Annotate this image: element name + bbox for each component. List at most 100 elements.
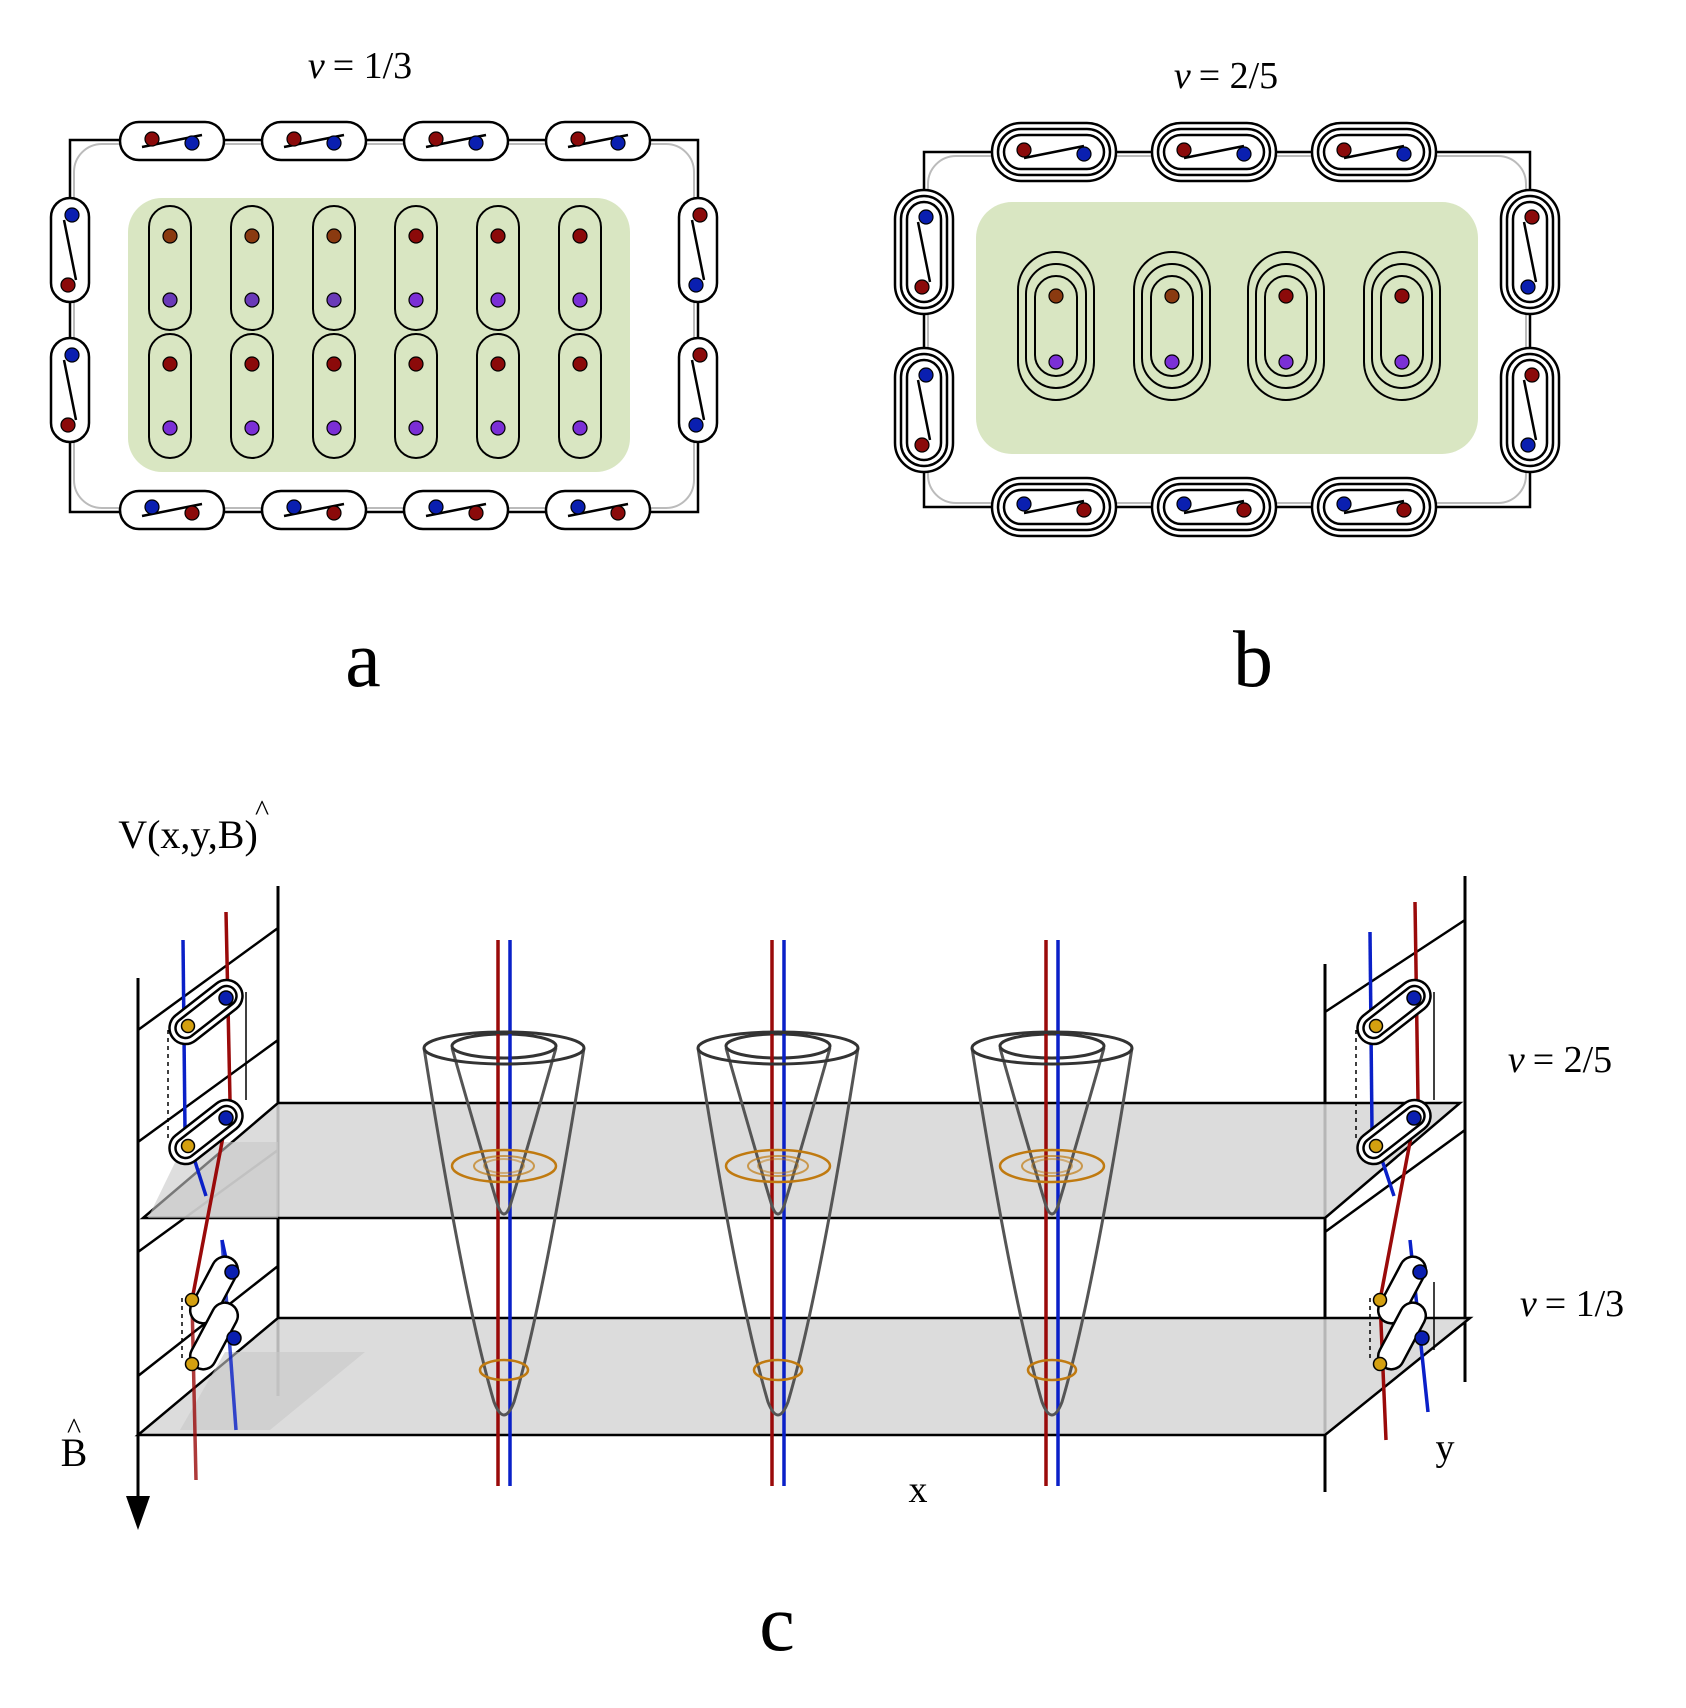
bulk-bottom-dot	[490, 292, 506, 308]
bulk-bottom-dot	[572, 292, 588, 308]
bulk-bottom-dot	[408, 292, 424, 308]
ring-lower	[1026, 1358, 1078, 1382]
y-axis-label: y	[1436, 1427, 1455, 1469]
cone-rim-inner	[724, 1032, 832, 1060]
edge-dot-blue	[428, 499, 444, 515]
bulk-bottom-dot	[490, 420, 506, 436]
bulk-pair-loop	[394, 205, 438, 331]
ring-upper-outer	[724, 1148, 832, 1184]
bulk-pair	[312, 333, 356, 459]
edge-dot-blue	[688, 417, 704, 433]
edge-dot-red	[1336, 142, 1352, 158]
edge-dot-red	[570, 131, 586, 147]
bulk-top-dot	[490, 356, 506, 372]
bulk-bottom-dot	[1278, 354, 1294, 370]
b-axis-hat: ^	[67, 1412, 81, 1445]
bulk-top-dot	[408, 356, 424, 372]
edge-pair-bottom	[1310, 476, 1438, 538]
edge-dot-red	[1176, 142, 1192, 158]
ring-upper-inner	[483, 1158, 525, 1174]
edge-dot-blue	[144, 499, 160, 515]
cone-rim-inner	[998, 1032, 1106, 1060]
b-axis-label: B	[61, 1430, 88, 1475]
x-axis-label: x	[909, 1469, 928, 1511]
edge-dot-red	[184, 505, 200, 521]
edge-dot-blue	[326, 135, 342, 151]
bulk-pair	[558, 333, 602, 459]
bulk-pair	[1133, 251, 1211, 401]
edge-pair-bottom	[118, 489, 226, 531]
edge-pair-top	[1150, 121, 1278, 183]
edge-dot-red	[692, 347, 708, 363]
bulk-pair	[312, 205, 356, 331]
bulk-top-dot	[244, 228, 260, 244]
lower-plane-label: v= 1/3	[1520, 1283, 1624, 1325]
bulk-pair-loop	[1264, 275, 1308, 377]
edge-pair-left	[893, 346, 955, 474]
edge-pair-bottom	[260, 489, 368, 531]
edge-pair-top	[402, 120, 510, 162]
edge-dot-red	[692, 207, 708, 223]
bulk-pair-loop	[1025, 263, 1087, 389]
cone-rim-outer	[970, 1030, 1134, 1066]
bulk-pair-loop	[1141, 263, 1203, 389]
ring-upper-mid	[473, 1155, 535, 1177]
edge-dot-blue	[1520, 279, 1536, 295]
ring-upper-mid	[1021, 1155, 1083, 1177]
bulk-top-dot	[1164, 288, 1180, 304]
bulk-pair-loop	[1150, 275, 1194, 377]
edge-dot-blue	[688, 277, 704, 293]
panel-a-letter: a	[345, 616, 381, 704]
edge-pair-bottom	[402, 489, 510, 531]
edge-dot-red	[1524, 367, 1540, 383]
lower-plane	[134, 1316, 1474, 1437]
edge-dot-blue	[570, 499, 586, 515]
bulk-pair-loop	[148, 333, 192, 459]
cone-outer	[422, 1047, 586, 1417]
bulk-top-dot	[162, 228, 178, 244]
edge-pair-right	[1499, 188, 1561, 316]
bulk-pair-loop	[312, 333, 356, 459]
edge-dot-blue	[1520, 437, 1536, 453]
edge-dot-red	[914, 279, 930, 295]
right-edge-stack	[1349, 901, 1439, 1441]
bulk-pair	[558, 205, 602, 331]
cone-inner	[450, 1047, 558, 1216]
bulk-pair-loop	[1017, 251, 1095, 401]
bulk-top-dot	[326, 356, 342, 372]
ring-upper-inner	[1031, 1158, 1073, 1174]
edge-dot-blue	[1236, 146, 1252, 162]
potential-hat: ^	[255, 794, 269, 827]
bulk-top-dot	[1394, 288, 1410, 304]
edge-dot-blue	[918, 209, 934, 225]
edge-pair-top	[260, 120, 368, 162]
edge-pair-bottom	[990, 476, 1118, 538]
bulk-pair-loop	[312, 205, 356, 331]
bulk-top-dot	[244, 356, 260, 372]
edge-pair-left	[49, 336, 91, 444]
bulk-pair-loop	[476, 333, 520, 459]
edge-pair-right	[677, 336, 719, 444]
edge-dot-red	[326, 505, 342, 521]
bulk-pair	[230, 333, 274, 459]
edge-dot-red	[914, 437, 930, 453]
edge-dot-blue	[1176, 496, 1192, 512]
panel-c: V(x,y,B) ^	[61, 794, 1625, 1668]
ring-lower	[478, 1358, 530, 1382]
panel-b-edge-pairs	[893, 121, 1561, 538]
cone-inner	[724, 1047, 832, 1216]
edge-dot-blue	[286, 499, 302, 515]
cone-outer	[696, 1047, 860, 1417]
edge-pair-top	[990, 121, 1118, 183]
edge-dot-blue	[1076, 146, 1092, 162]
cone-rim-inner	[450, 1032, 558, 1060]
edge-dot-red	[286, 131, 302, 147]
ring-upper-outer	[450, 1148, 558, 1184]
panel-b-nu-label: v= 2/5	[1174, 55, 1278, 97]
b-axis-arrow	[126, 1496, 150, 1530]
bulk-bottom-dot	[408, 420, 424, 436]
bulk-bottom-dot	[162, 292, 178, 308]
edge-pair-bottom	[544, 489, 652, 531]
bulk-pair-loop	[558, 333, 602, 459]
